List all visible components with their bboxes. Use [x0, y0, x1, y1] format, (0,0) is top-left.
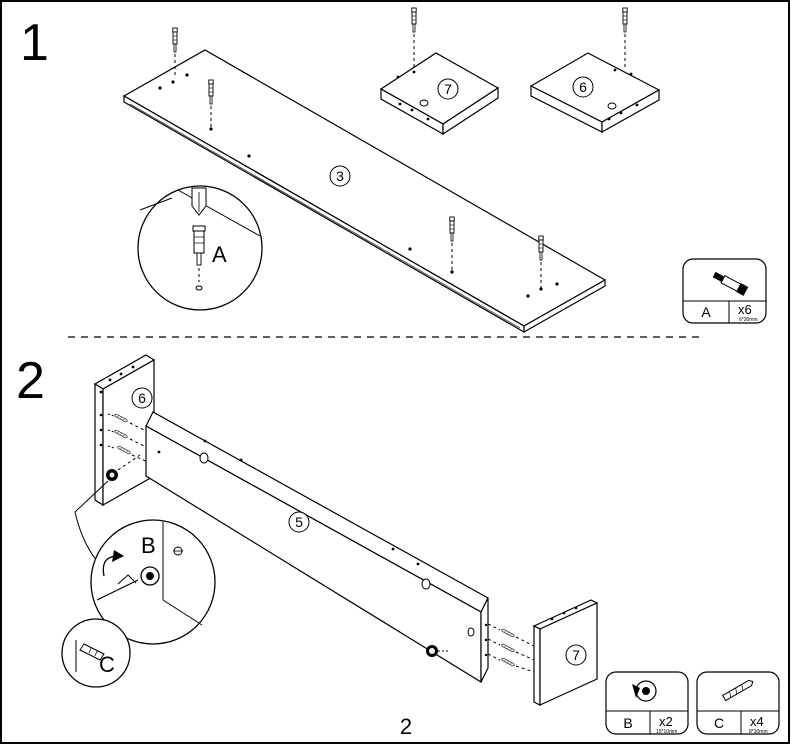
part-3-label: 3	[329, 165, 351, 187]
callout-c: C	[99, 652, 115, 677]
panel-part-6-bottom	[93, 354, 156, 507]
dowels-right	[487, 623, 535, 673]
panel-6-top-holes	[607, 68, 639, 121]
panel-part-7-bottom	[532, 599, 599, 706]
detail-magnifier-step1	[137, 185, 263, 311]
legend-b-spec: 15*10mm	[656, 729, 677, 735]
legend-part-a: A x6 6*30mm	[682, 258, 767, 324]
step-2-number: 2	[16, 352, 45, 410]
part-5-label: 5	[288, 511, 310, 533]
part-6-bottom-label: 6	[131, 387, 153, 409]
cam-bolt-panel-6	[622, 7, 628, 70]
legend-c-letter: C	[714, 715, 724, 731]
board-part-5	[145, 411, 489, 684]
svg-text:7: 7	[444, 81, 452, 97]
panel-6-bottom-holes	[99, 365, 135, 447]
legend-a-spec: 6*30mm	[739, 317, 758, 323]
legend-c-spec: 8*30mm	[749, 729, 768, 735]
part-6-top-label: 6	[572, 76, 594, 98]
svg-text:6: 6	[579, 79, 587, 95]
svg-text:3: 3	[336, 168, 344, 184]
board-5-holes	[157, 439, 488, 657]
page-number: 2	[400, 714, 412, 739]
panel-7-bottom-holes	[550, 606, 578, 621]
detail-magnifier-step2	[74, 480, 216, 645]
step-1-number: 1	[20, 14, 49, 72]
part-7-bottom-label: 7	[565, 644, 587, 666]
cam-bolt-panel-7	[411, 7, 417, 68]
legend-a-letter: A	[701, 304, 711, 320]
svg-text:6: 6	[138, 390, 146, 406]
detail-circle-c	[61, 618, 131, 688]
panel-part-6-top	[529, 52, 661, 134]
callout-a: A	[212, 242, 227, 267]
board-part-3	[122, 49, 607, 334]
part-7-top-label: 7	[437, 78, 459, 100]
legend-part-b	[605, 671, 689, 735]
legend-b-letter: B	[623, 715, 632, 731]
legend-part-c	[696, 671, 780, 735]
svg-text:5: 5	[295, 514, 303, 530]
cam-lock-near-board	[426, 645, 448, 657]
legend-a-count: x6	[738, 302, 752, 317]
legend-b-count: x2	[659, 714, 673, 729]
svg-text:7: 7	[572, 647, 580, 663]
panel-7-top-holes	[396, 70, 430, 121]
board-3-holes	[158, 73, 559, 298]
callout-b: B	[141, 533, 156, 558]
cam-lock-left	[106, 454, 141, 481]
cam-bolts-step1	[172, 27, 544, 288]
legend-c-count: x4	[750, 714, 764, 729]
